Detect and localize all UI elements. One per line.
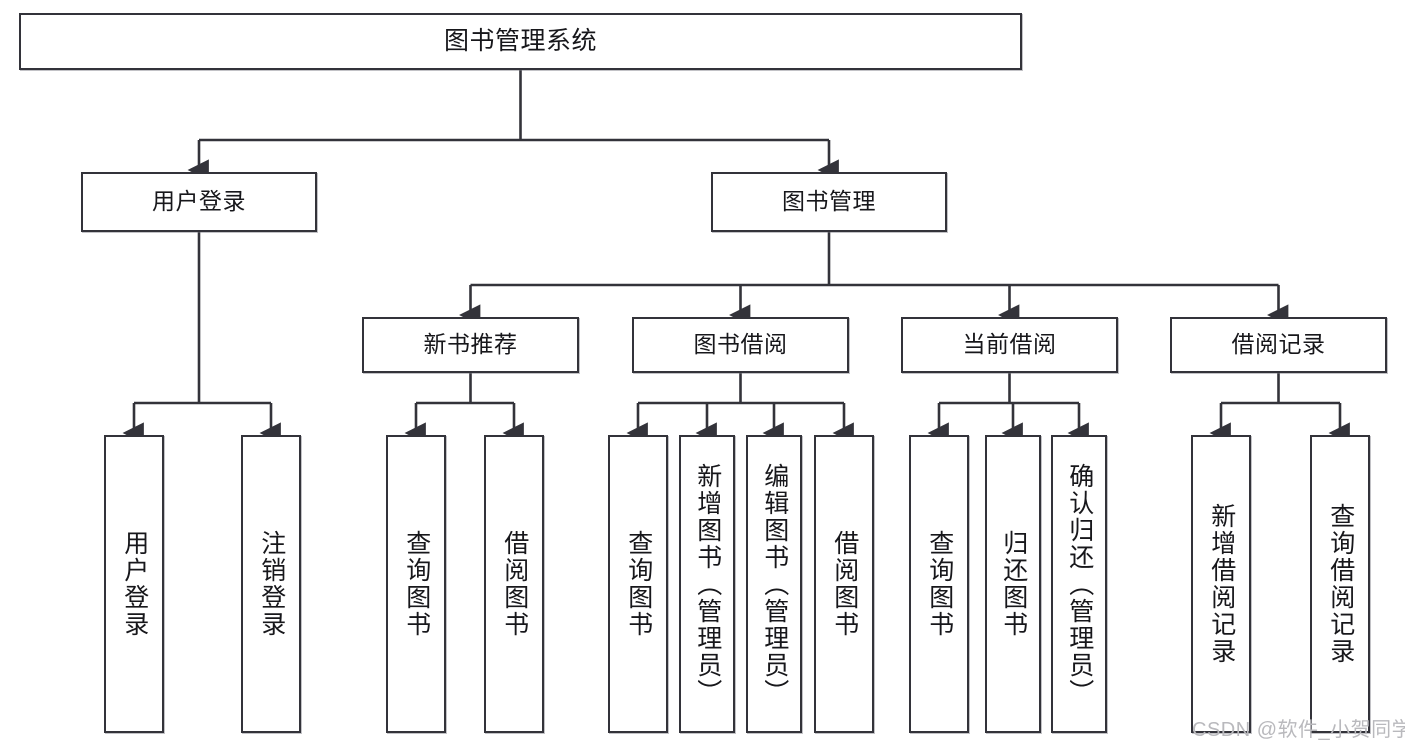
node-label-current-borrow: 当前借阅 [962, 331, 1057, 358]
node-label-book-manage: 图书管理 [782, 188, 876, 215]
node-leaf-query-book-3[interactable]: 查询图书 [909, 435, 969, 733]
csdn-watermark: CSDN @软件_小贺同学 [1192, 719, 1405, 741]
node-label-leaf-add-book: 新增图书（管理员） [693, 462, 722, 706]
node-borrow-record[interactable]: 借阅记录 [1170, 317, 1387, 373]
node-label-leaf-query-book-1: 查询图书 [402, 530, 431, 638]
node-label-leaf-query-book-2: 查询图书 [624, 530, 653, 638]
node-label-leaf-borrow-book-1: 借阅图书 [500, 530, 529, 638]
node-leaf-query-book-1[interactable]: 查询图书 [386, 435, 446, 733]
node-new-book-recommend[interactable]: 新书推荐 [362, 317, 579, 373]
node-label-user-login: 用户登录 [152, 188, 246, 215]
node-label-book-borrow: 图书借阅 [693, 331, 788, 358]
node-leaf-edit-book[interactable]: 编辑图书（管理员） [746, 435, 802, 733]
node-label-leaf-confirm-return: 确认归还（管理员） [1065, 462, 1094, 706]
node-leaf-borrow-book-2[interactable]: 借阅图书 [814, 435, 874, 733]
node-leaf-user-logout[interactable]: 注销登录 [241, 435, 301, 733]
node-label-leaf-borrow-book-2: 借阅图书 [830, 530, 859, 638]
node-user-login[interactable]: 用户登录 [81, 172, 317, 232]
node-leaf-add-book[interactable]: 新增图书（管理员） [679, 435, 735, 733]
node-current-borrow[interactable]: 当前借阅 [901, 317, 1118, 373]
node-leaf-query-record[interactable]: 查询借阅记录 [1310, 435, 1370, 733]
node-root[interactable]: 图书管理系统 [19, 13, 1022, 70]
node-leaf-confirm-return[interactable]: 确认归还（管理员） [1051, 435, 1107, 733]
node-label-leaf-return-book: 归还图书 [999, 530, 1028, 638]
node-label-borrow-record: 借阅记录 [1231, 331, 1326, 358]
node-label-leaf-user-logout: 注销登录 [257, 530, 286, 638]
node-leaf-return-book[interactable]: 归还图书 [985, 435, 1041, 733]
node-label-leaf-add-record: 新增借阅记录 [1207, 503, 1236, 665]
node-label-leaf-user-login: 用户登录 [120, 530, 149, 638]
node-book-borrow[interactable]: 图书借阅 [632, 317, 849, 373]
node-label-leaf-query-record: 查询借阅记录 [1326, 503, 1355, 665]
node-leaf-user-login[interactable]: 用户登录 [104, 435, 164, 733]
node-label-root: 图书管理系统 [443, 26, 597, 55]
node-leaf-add-record[interactable]: 新增借阅记录 [1191, 435, 1251, 733]
node-label-leaf-query-book-3: 查询图书 [925, 530, 954, 638]
node-label-new-book-recommend: 新书推荐 [423, 331, 518, 358]
node-book-manage[interactable]: 图书管理 [711, 172, 947, 232]
node-leaf-query-book-2[interactable]: 查询图书 [608, 435, 668, 733]
node-label-leaf-edit-book: 编辑图书（管理员） [760, 462, 789, 706]
node-leaf-borrow-book-1[interactable]: 借阅图书 [484, 435, 544, 733]
